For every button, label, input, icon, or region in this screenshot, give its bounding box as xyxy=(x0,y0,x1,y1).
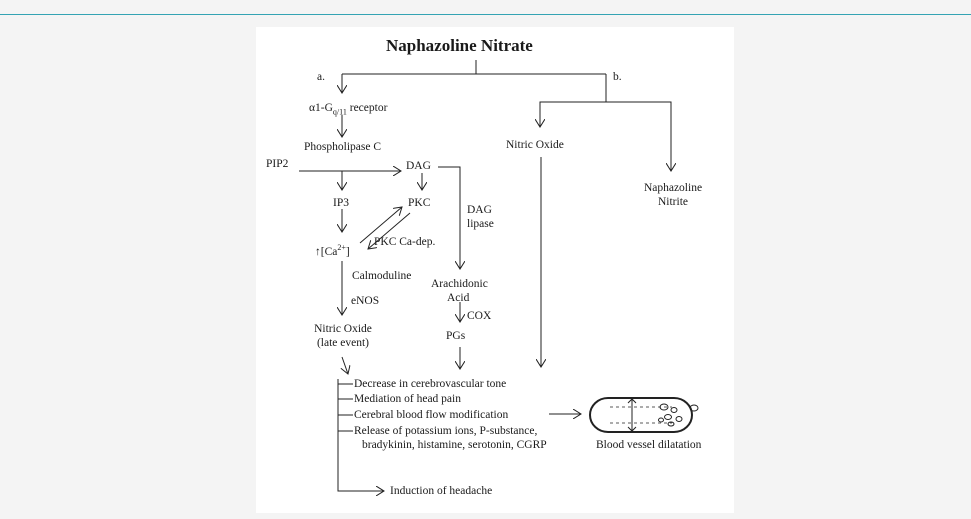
calcium-label: ↑[Ca2+] xyxy=(315,243,350,258)
vessel-caption: Blood vessel dilatation xyxy=(596,439,702,451)
branch-a-label: a. xyxy=(317,71,325,83)
pgs-label: PGs xyxy=(446,330,466,342)
enos-label: eNOS xyxy=(351,295,380,307)
blood-vessel-illustration xyxy=(589,397,699,433)
nitric-oxide-late-line1: Nitric Oxide xyxy=(314,323,372,335)
effect-item: Release of potassium ions, P-substance, xyxy=(354,425,538,437)
pkc-ca-dep-label: PKC Ca-dep. xyxy=(374,236,436,248)
effect-item: Decrease in cerebrovascular tone xyxy=(354,378,507,390)
dag-lipase-line1: DAG xyxy=(467,204,492,216)
arachidonic-line1: Arachidonic xyxy=(431,278,488,290)
branch-b-label: b. xyxy=(613,71,622,83)
naphazoline-nitrite-line2: Nitrite xyxy=(657,196,689,208)
dag-label: DAG xyxy=(406,160,431,172)
induction-of-headache-label: Induction of headache xyxy=(390,485,493,497)
pkc-label: PKC xyxy=(408,197,431,209)
nitric-oxide-b-label: Nitric Oxide xyxy=(506,139,564,151)
pip2-label: PIP2 xyxy=(266,158,289,170)
alpha1-receptor-label: α1-Gq/11 receptor xyxy=(309,102,388,117)
nitric-oxide-late-line2: (late event) xyxy=(316,337,370,349)
pathway-arrows xyxy=(299,60,699,513)
top-divider-line xyxy=(0,14,971,15)
calmoduline-label: Calmoduline xyxy=(352,270,412,282)
effect-item: bradykinin, histamine, serotonin, CGRP xyxy=(362,439,547,451)
dag-lipase-line2: lipase xyxy=(467,218,494,230)
arachidonic-line2: Acid xyxy=(447,292,470,304)
ip3-label: IP3 xyxy=(333,197,349,209)
figure-title: Naphazoline Nitrate xyxy=(386,36,533,55)
cox-label: COX xyxy=(467,310,492,322)
naphazoline-nitrite-line1: Naphazoline xyxy=(643,182,703,194)
effect-item: Cerebral blood flow modification xyxy=(354,409,509,421)
phospholipase-c-label: Phospholipase C xyxy=(304,141,381,153)
pathway-figure: Naphazoline Nitrate a. b. α1-Gq/11 recep… xyxy=(256,27,734,513)
effect-item: Mediation of head pain xyxy=(354,393,461,405)
